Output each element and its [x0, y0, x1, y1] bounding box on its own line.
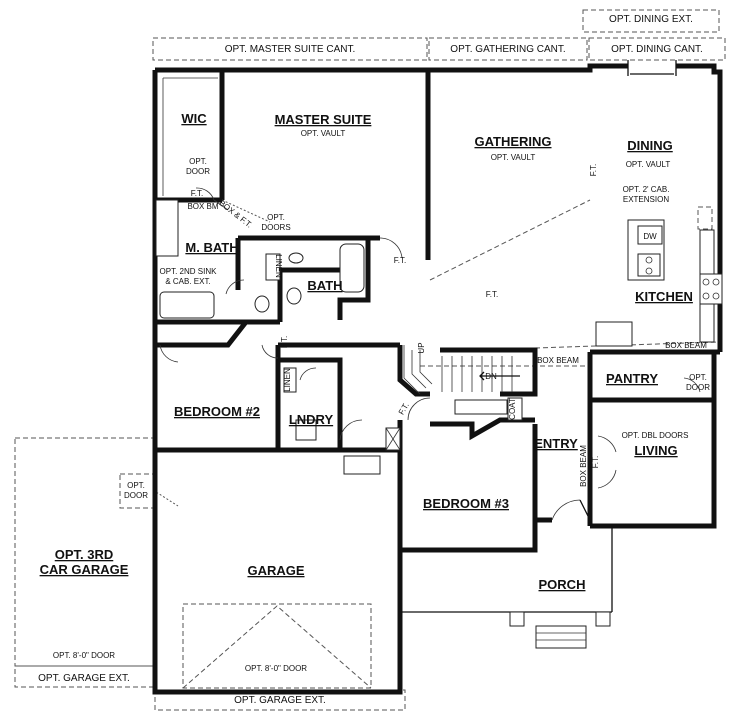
- bedroom2-north-wall: [155, 320, 248, 348]
- room-bath: BATH: [307, 278, 342, 293]
- washer: [295, 419, 317, 441]
- coat-closet: [507, 397, 523, 421]
- note-up: UP: [417, 342, 426, 353]
- note-ft-gathering-side: F.T.: [589, 164, 598, 176]
- note-opt-door-wic-1: OPT.: [189, 157, 207, 166]
- note-opt-2nd-sink-1: OPT. 2ND SINK: [160, 267, 218, 276]
- label-opt-dining-cant: OPT. DINING CANT.: [611, 44, 703, 55]
- note-opt-door-garage-2: DOOR: [124, 491, 148, 500]
- range: [699, 273, 723, 305]
- room-porch: PORCH: [539, 577, 586, 592]
- note-ft-bed2: F.T.: [280, 336, 289, 348]
- stair-walls: [440, 347, 538, 397]
- label-opt-master-cant: OPT. MASTER SUITE CANT.: [225, 44, 356, 55]
- gathering-cant-diagonal: [429, 199, 591, 281]
- porch-column-left: [509, 611, 525, 627]
- closet-bedroom3: [454, 399, 508, 415]
- label-opt-garage-ext-bottom: OPT. GARAGE EXT.: [234, 695, 326, 706]
- exterior-wall-right-upper: [676, 63, 723, 352]
- room-wic: WIC: [181, 111, 207, 126]
- toilet-master: [254, 295, 270, 313]
- room-bedroom-3: BEDROOM #3: [423, 496, 509, 511]
- note-dining-vault: OPT. VAULT: [626, 160, 671, 169]
- note-box-beam-stair: BOX BEAM: [537, 356, 579, 365]
- note-cab-ext-1: OPT. 2' CAB.: [623, 185, 670, 194]
- label-opt-dining-ext: OPT. DINING EXT.: [609, 14, 693, 25]
- garage-door-roof-lines: [182, 605, 372, 689]
- note-dw: DW: [643, 232, 657, 241]
- note-opt-dbl-doors: OPT. DBL DOORS: [622, 431, 689, 440]
- exterior-wall-top: [428, 63, 628, 73]
- note-ft-wic: F.T.: [191, 189, 203, 198]
- note-opt-door-pantry-2: DOOR: [686, 383, 710, 392]
- note-coat: COAT: [508, 398, 517, 420]
- note-opt-door-pantry-1: OPT.: [689, 373, 707, 382]
- note-ft-gathering-bottom: F.T.: [486, 290, 498, 299]
- note-ft-hall: F.T.: [394, 256, 406, 265]
- porch-steps: [535, 625, 587, 649]
- room-opt-3rd-garage-line2: CAR GARAGE: [40, 562, 129, 577]
- garage-steps: [343, 455, 381, 475]
- room-garage: GARAGE: [247, 563, 304, 578]
- room-pantry: PANTRY: [606, 371, 658, 386]
- room-dining: DINING: [627, 138, 673, 153]
- room-entry: ENTRY: [534, 436, 578, 451]
- note-master-vault: OPT. VAULT: [301, 129, 346, 138]
- note-opt-door-wic-2: DOOR: [186, 167, 210, 176]
- stairs: [403, 345, 520, 395]
- room-gathering: GATHERING: [474, 134, 551, 149]
- garage-door-outline: [182, 603, 372, 689]
- note-cab-ext-2: EXTENSION: [623, 195, 669, 204]
- porch-column-right: [595, 611, 611, 627]
- room-kitchen: KITCHEN: [635, 289, 693, 304]
- note-box-ft: BOX & F.T.: [217, 198, 253, 229]
- pantry-shelf: [595, 321, 633, 347]
- walls: [152, 63, 723, 695]
- room-m-bath: M. BATH: [185, 240, 238, 255]
- label-opt-gathering-cant: OPT. GATHERING CANT.: [450, 44, 565, 55]
- note-opt-doors-1: OPT.: [267, 213, 285, 222]
- entry-door-swing: [551, 499, 581, 521]
- laundry-walls: [280, 357, 343, 450]
- sink-bath: [288, 252, 304, 264]
- label-opt-8-door-left: OPT. 8'-0" DOOR: [53, 651, 115, 660]
- room-bedroom-2: BEDROOM #2: [174, 404, 260, 419]
- note-box-bm-wic: BOX BM: [187, 202, 218, 211]
- room-lndry: LNDRY: [289, 412, 334, 427]
- label-opt-8-door-garage: OPT. 8'-0" DOOR: [245, 664, 307, 673]
- note-box-beam-kitchen: BOX BEAM: [665, 341, 707, 350]
- details: [155, 60, 723, 649]
- note-box-beam-living: BOX BEAM: [579, 445, 588, 487]
- note-opt-doors-2: DOORS: [261, 223, 290, 232]
- note-opt-door-garage-1: OPT.: [127, 481, 145, 490]
- opt-master-cant-outline: [152, 37, 428, 61]
- opt-gathering-cant-outline: [428, 37, 588, 61]
- exterior-wall-right-lower: [590, 349, 720, 529]
- toilet-bath: [286, 287, 302, 305]
- room-opt-3rd-garage-line1: OPT. 3RD: [55, 547, 114, 562]
- note-dn: DN: [485, 372, 497, 381]
- linen-closet-lndry: [283, 367, 297, 393]
- opt-dining-cant-outline: [588, 37, 726, 61]
- dishwasher: [637, 225, 663, 245]
- bathtub-master: [159, 291, 215, 319]
- note-ft-living: F.T.: [591, 456, 600, 468]
- kitchen-sink: [637, 253, 661, 277]
- note-linen-lndry: LINEN: [283, 368, 292, 392]
- note-linen-bath: LINEN: [274, 254, 283, 278]
- room-master-suite: MASTER SUITE: [275, 112, 372, 127]
- note-gathering-vault: OPT. VAULT: [491, 153, 536, 162]
- label-opt-garage-ext-left: OPT. GARAGE EXT.: [38, 673, 130, 684]
- bedroom3-walls: [397, 420, 552, 553]
- linen-closet: [265, 253, 281, 281]
- opt-dining-ext-outline: [582, 9, 720, 33]
- note-opt-2nd-sink-2: & CAB. EXT.: [165, 277, 210, 286]
- bathtub-hall: [339, 243, 365, 293]
- room-living: LIVING: [634, 443, 677, 458]
